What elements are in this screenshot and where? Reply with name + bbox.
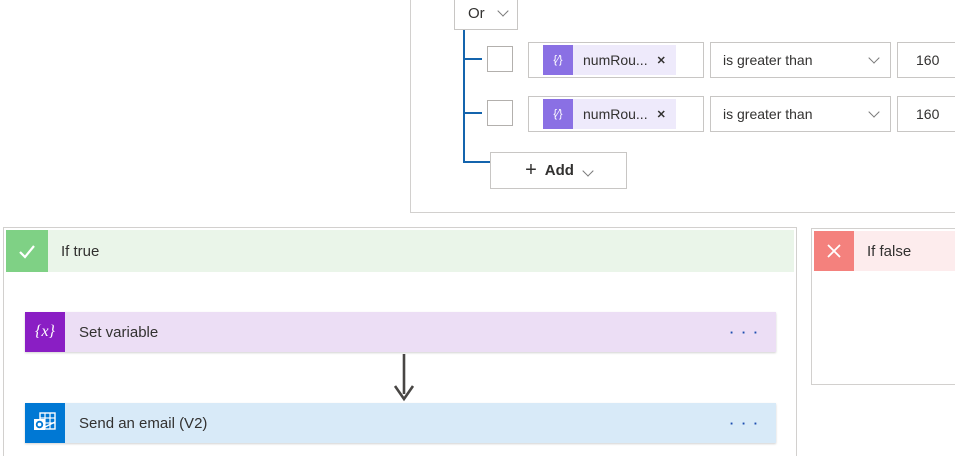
condition-operator-dropdown[interactable]: is greater than	[710, 42, 891, 78]
chevron-down-icon	[868, 106, 880, 118]
expression-icon: {⁄}	[543, 99, 573, 129]
chevron-down-icon	[582, 164, 594, 177]
ellipsis-menu-icon[interactable]: · · ·	[729, 324, 760, 340]
chevron-down-icon	[868, 52, 880, 64]
set-variable-action[interactable]: {x} Set variable · · ·	[25, 312, 776, 352]
if-false-branch: If false	[811, 228, 955, 385]
tree-line-add	[463, 161, 490, 163]
set-variable-icon: {x}	[25, 312, 65, 352]
token-label: numRou...	[583, 106, 648, 122]
ellipsis-menu-icon[interactable]: · · ·	[729, 415, 760, 431]
condition-row-checkbox[interactable]	[487, 100, 513, 126]
branch-label: If false	[867, 242, 912, 260]
condition-value-box	[897, 96, 955, 132]
tree-line-vertical	[463, 30, 465, 163]
add-condition-button[interactable]: + Add	[490, 152, 627, 189]
operator-value: is greater than	[723, 52, 813, 68]
send-email-action[interactable]: Send an email (V2) · · ·	[25, 403, 776, 443]
connector-arrow-icon	[389, 352, 419, 407]
dynamic-content-token[interactable]: {⁄} numRou... ✕	[543, 99, 676, 129]
chevron-down-icon	[497, 5, 509, 17]
if-true-header: If true	[6, 230, 794, 272]
outlook-icon	[25, 403, 65, 443]
close-icon	[814, 231, 854, 271]
token-label: numRou...	[583, 52, 648, 68]
action-title: Send an email (V2)	[79, 414, 208, 432]
add-button-label: Add	[544, 162, 574, 179]
condition-value-input[interactable]	[898, 43, 955, 77]
operator-value: is greater than	[723, 106, 813, 122]
close-icon[interactable]: ✕	[656, 54, 666, 67]
tree-line-row2	[463, 112, 482, 114]
condition-value-input[interactable]	[898, 97, 955, 131]
close-icon[interactable]: ✕	[656, 108, 666, 121]
tree-line-row1	[463, 58, 482, 60]
join-operator-value: Or	[468, 4, 485, 22]
condition-operand-field[interactable]: {⁄} numRou... ✕	[528, 42, 704, 78]
condition-row-checkbox[interactable]	[487, 46, 513, 72]
if-false-header: If false	[814, 231, 955, 271]
branch-label: If true	[61, 242, 100, 260]
check-icon	[6, 230, 48, 272]
expression-icon: {⁄}	[543, 45, 573, 75]
plus-icon: +	[525, 158, 537, 181]
condition-operand-field[interactable]: {⁄} numRou... ✕	[528, 96, 704, 132]
condition-operator-dropdown[interactable]: is greater than	[710, 96, 891, 132]
if-true-branch: If true {x} Set variable · · ·	[3, 227, 797, 456]
dynamic-content-token[interactable]: {⁄} numRou... ✕	[543, 45, 676, 75]
join-operator-dropdown[interactable]: Or	[454, 0, 518, 30]
condition-value-box	[897, 42, 955, 78]
action-title: Set variable	[79, 323, 159, 341]
